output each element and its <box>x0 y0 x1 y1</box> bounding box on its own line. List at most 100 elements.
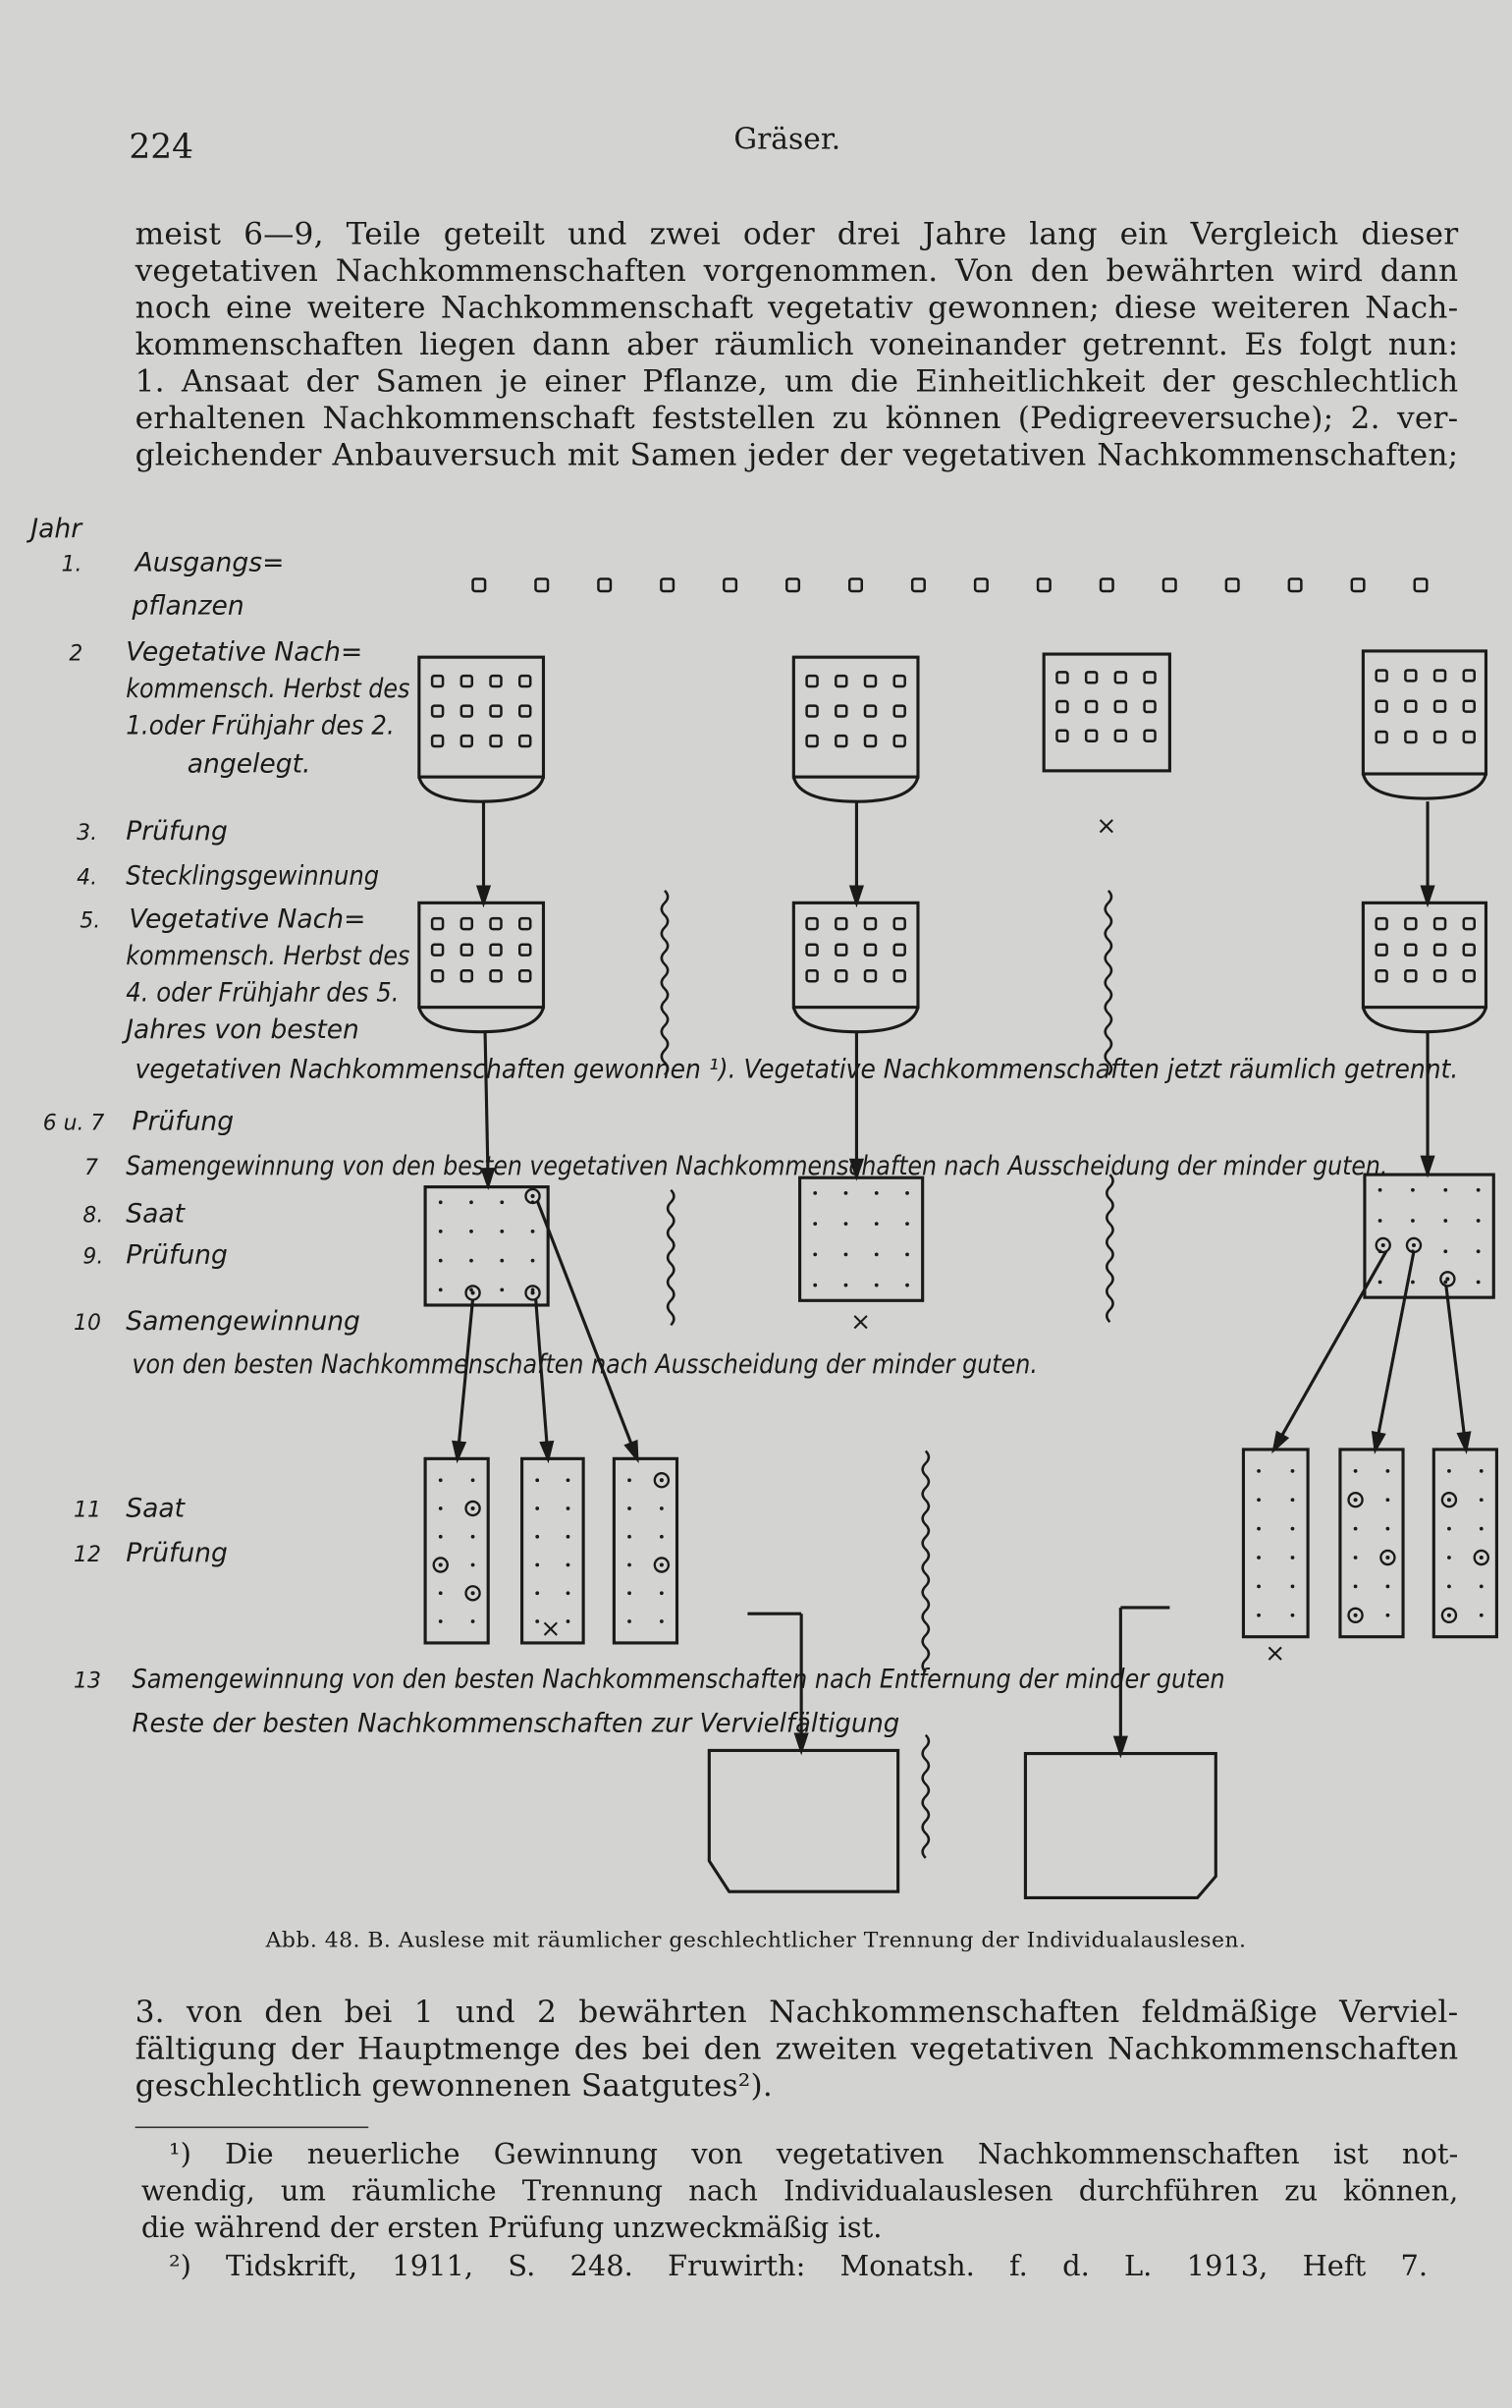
diagram-labels: Jahr 1. Ausgangs= pflanzen 2 Vegetative … <box>26 514 1458 1738</box>
plant-dot <box>500 1200 505 1205</box>
plot-box <box>417 901 546 1010</box>
plant-dot <box>530 1230 535 1233</box>
arrow-head <box>1112 1735 1128 1759</box>
arrow-head <box>480 1167 496 1190</box>
selected-plant <box>464 1500 481 1517</box>
plant-square <box>1413 577 1429 593</box>
plant-dot <box>1257 1584 1261 1589</box>
footnote-line: ²) Tidskrift, 1911, S. 248. Fruwirth: Mo… <box>168 2251 1429 2283</box>
plot-box <box>791 901 920 1010</box>
plant-dot <box>500 1258 505 1263</box>
selected-plant-center <box>1446 1613 1451 1617</box>
plant-dot <box>535 1591 540 1596</box>
plot-box <box>791 655 920 779</box>
plant-square <box>1404 943 1418 957</box>
arrow-head <box>623 1439 639 1463</box>
selected-plant-center <box>1479 1555 1484 1560</box>
plant-square <box>1462 669 1476 683</box>
arrow-head <box>1420 885 1435 908</box>
plant-square <box>1084 699 1099 714</box>
plant-square <box>459 734 474 748</box>
plant-dot <box>627 1506 631 1510</box>
plant-dot <box>1257 1613 1261 1617</box>
selected-plant-center <box>530 1290 535 1295</box>
plant-square <box>1462 730 1476 744</box>
year-number: 7 <box>84 1156 98 1180</box>
selected-plant <box>653 1557 671 1573</box>
plant-square <box>805 734 819 748</box>
arrow-line <box>456 1298 475 1459</box>
strip-plot <box>1431 1448 1498 1639</box>
plant-square <box>1404 916 1418 931</box>
plant-square <box>863 734 878 748</box>
step-label: Samengewinnung <box>126 1306 360 1337</box>
step-label: Stecklingsgewinnung <box>126 861 379 892</box>
separation-wavy-line <box>1106 1174 1114 1324</box>
plant-square <box>430 969 445 983</box>
plant-dot <box>874 1283 879 1287</box>
plant-dot <box>905 1252 909 1257</box>
step-label: Samengewinnung von den besten Nachkommen… <box>132 1664 1224 1694</box>
selected-plant <box>1347 1607 1364 1624</box>
arrow-line <box>534 1298 550 1459</box>
plant-square <box>863 704 878 718</box>
plant-dot <box>1290 1556 1295 1560</box>
plant-square <box>459 704 474 718</box>
arrow-head <box>539 1440 555 1464</box>
plant-square <box>835 943 848 957</box>
plant-square <box>1036 577 1052 593</box>
plot-box <box>1361 901 1488 1010</box>
step-label: 1.oder Frühjahr des 2. <box>126 710 395 740</box>
plant-dot <box>1476 1280 1481 1285</box>
arrow-head <box>848 885 865 908</box>
plant-dot <box>905 1190 909 1195</box>
plant-dot <box>438 1534 443 1539</box>
plant-square <box>1462 943 1476 957</box>
plant-dot <box>470 1478 475 1483</box>
selected-plant-center <box>1445 1277 1450 1282</box>
selected-plant <box>524 1187 541 1205</box>
plant-dot <box>566 1619 570 1623</box>
plant-square <box>517 916 532 931</box>
plant-square <box>892 704 906 718</box>
plant-dot <box>627 1534 631 1539</box>
plant-dot <box>1290 1526 1295 1531</box>
plant-dot <box>469 1258 473 1263</box>
plant-dot <box>438 1478 443 1483</box>
step-label: vegetativen Nachkommenschaften gewonnen … <box>135 1055 1459 1085</box>
plant-square <box>1432 699 1447 713</box>
plant-dot <box>500 1230 505 1233</box>
plant-dot <box>659 1591 664 1596</box>
seed-plot-box <box>1363 1173 1495 1299</box>
arrow-head <box>475 885 492 908</box>
plant-dot <box>627 1562 631 1567</box>
plant-dot <box>1290 1584 1295 1589</box>
page-number: 224 <box>129 129 194 168</box>
step-label: Saat <box>126 1494 186 1524</box>
selected-plant-center <box>470 1591 475 1596</box>
plant-square <box>1224 577 1240 593</box>
plant-dot <box>1290 1468 1295 1473</box>
plant-dot <box>566 1478 570 1483</box>
plant-square <box>430 674 445 688</box>
text-line: fältigung der Hauptmenge des bei den zwe… <box>135 2029 1459 2067</box>
plant-square <box>517 704 532 718</box>
plant-dot <box>1385 1498 1390 1503</box>
step-label: Saat <box>126 1199 186 1230</box>
plant-dot <box>535 1562 540 1567</box>
plant-square <box>863 674 878 688</box>
plant-square <box>805 704 819 718</box>
plant-square <box>973 577 989 593</box>
plant-square <box>597 577 613 593</box>
separation-wavy-line <box>1104 889 1113 1076</box>
plant-dot <box>843 1252 848 1257</box>
selected-plant <box>1440 1492 1458 1508</box>
discard-marks: × × × × <box>540 811 1285 1668</box>
plant-dot <box>535 1534 540 1539</box>
plant-square <box>863 943 878 957</box>
plant-square <box>835 969 848 983</box>
multiplication-field <box>707 1748 900 1893</box>
plant-dot <box>1385 1526 1390 1531</box>
plant-dot <box>1353 1526 1358 1531</box>
plant-dot <box>500 1287 505 1292</box>
